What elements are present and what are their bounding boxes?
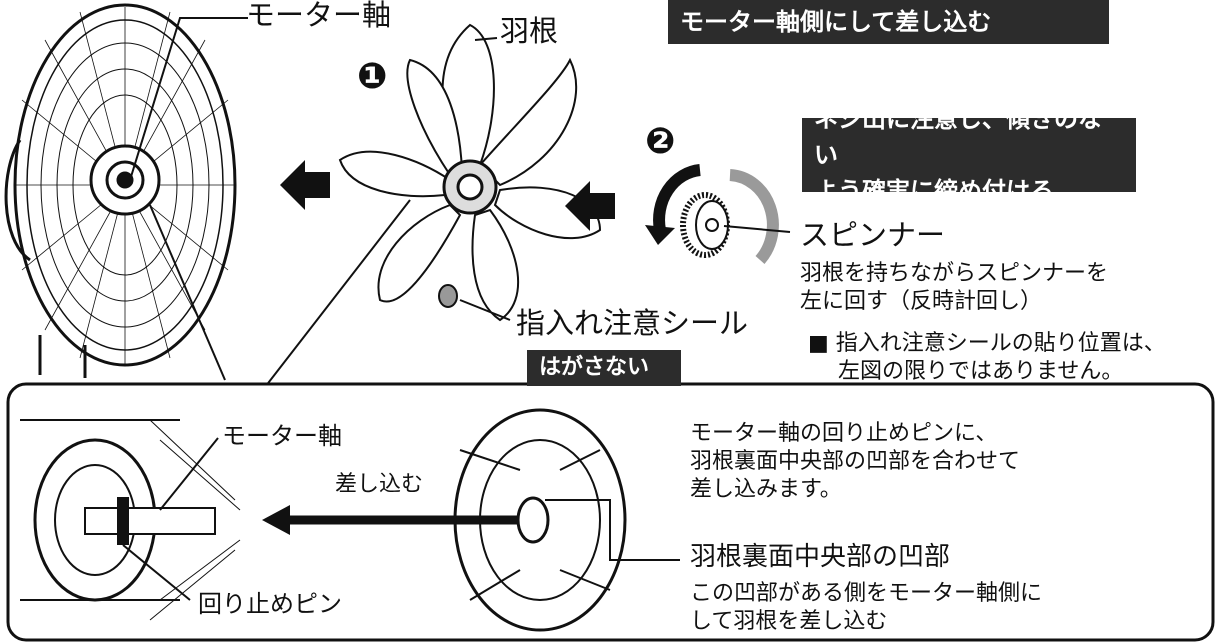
sticker-note-line-2: 左図の限りではありません。 [838,359,1124,384]
detail-motor-shaft-label: モーター軸 [222,422,342,450]
recess-note: この凹部がある側をモーター軸側に して羽根を差し込む [690,580,1042,636]
do-not-peel-text: はがさない [539,355,650,380]
spinner-note-line-1: 羽根を持ちながらスピンナーを [800,261,1109,286]
spinner-note: 羽根を持ちながらスピンナーを 左に回す（反時計回し） [800,260,1108,316]
stop-pin-label: 回り止めピン [198,590,342,618]
recess-note-line-2: して羽根を差し込む [690,609,888,634]
blade-label: 羽根 [500,14,559,48]
detail-note-line-3: 差し込みます。 [690,477,842,502]
sticker-note-line-1: ■ 指入れ注意シールの貼り位置は、 [808,331,1166,356]
motor-shaft-label: モーター軸 [246,0,392,32]
tighten-line-1: ネジ山に注意し、傾きのない [814,105,1102,169]
tighten-callout: ネジ山に注意し、傾きのない よう確実に締め付ける [802,105,1136,205]
fan-guard-drawing [4,3,237,378]
sticker-note: ■ 指入れ注意シールの貼り位置は、 左図の限りではありません。 [808,330,1166,386]
detail-note: モーター軸の回り止めピンに、 羽根裏面中央部の凹部を合わせて 差し込みます。 [690,420,1020,504]
recess-title: 羽根裏面中央部の凹部 [690,542,951,572]
detail-note-line-2: 羽根裏面中央部の凹部を合わせて [690,449,1021,474]
detail-note-line-1: モーター軸の回り止めピンに、 [690,421,998,446]
step-2-badge: ❷ [645,121,676,162]
spinner-note-line-2: 左に回す（反時計回し） [800,289,1043,314]
tighten-line-2: よう確実に締め付ける [814,177,1054,205]
top-banner: モーター軸側にして差し込む [668,0,1109,44]
direction-arrows [280,160,615,231]
top-banner-text: モーター軸側にして差し込む [680,8,992,36]
sticker-label: 指入れ注意シール [516,306,749,340]
recess-note-line-1: この凹部がある側をモーター軸側に [690,581,1043,606]
do-not-peel-badge: はがさない [527,350,681,386]
insert-label: 差し込む [335,472,424,497]
detail-panel [6,382,1215,642]
fan-blade-drawing [338,23,602,322]
spinner-label: スピンナー [800,218,946,252]
leader-lines [129,17,791,401]
spinner-drawing [645,164,779,264]
step-1-badge: ❶ [357,56,388,97]
